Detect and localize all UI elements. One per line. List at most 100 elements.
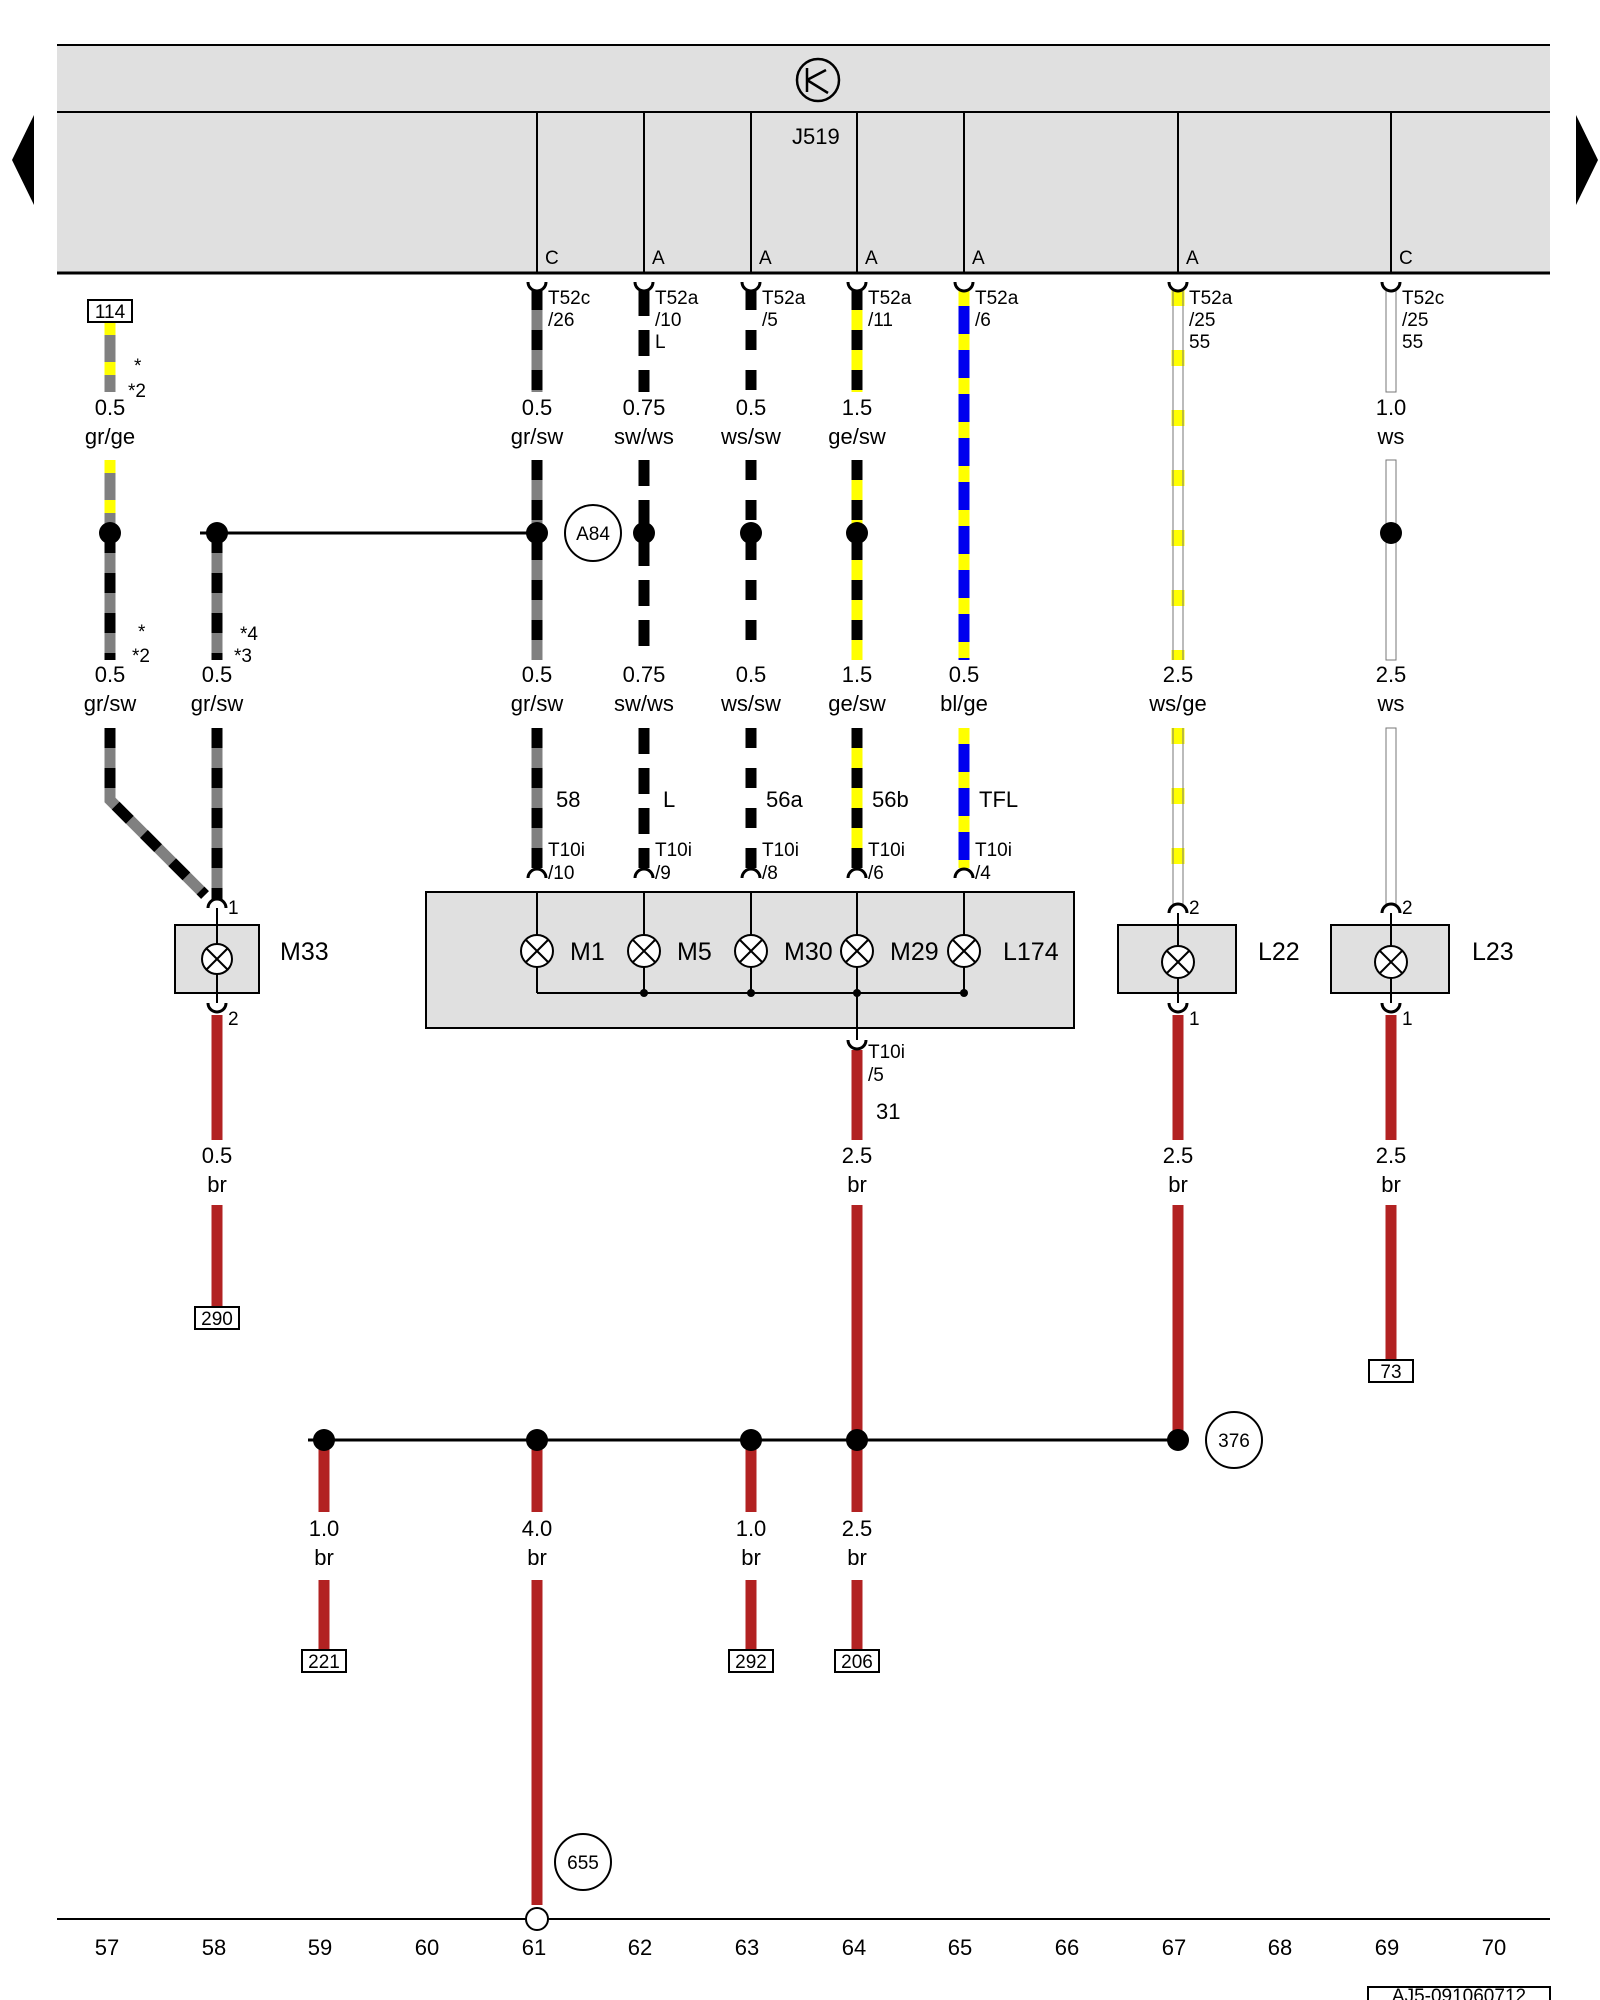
l23-pin-top: 2	[1402, 898, 1413, 919]
wire-color-g3b: br	[1168, 1172, 1188, 1197]
lamp-m5[interactable]	[627, 934, 661, 968]
component-label-l23: L23	[1472, 938, 1514, 966]
wire-color-g1b: br	[207, 1172, 227, 1197]
wire-labels-upper: 0.5 gr/ge 0.5 gr/sw 0.75 sw/ws 0.5 ws/sw…	[85, 395, 1406, 449]
wire-color-u3: sw/ws	[614, 424, 674, 449]
component-l23[interactable]	[1330, 913, 1450, 1003]
pin-extra-6: 55	[1189, 332, 1210, 353]
t10i-pin-3: /8	[762, 863, 778, 884]
ref-box-206[interactable]: 206	[834, 1649, 880, 1673]
prev-page-arrow[interactable]	[12, 115, 34, 205]
ref-box-221[interactable]: 221	[301, 1649, 347, 1673]
wire-color-m4: sw/ws	[614, 691, 674, 716]
wire-size-m1: 0.5	[95, 662, 126, 687]
connector-cups	[206, 281, 1402, 1051]
pin-block-a-1: A	[652, 248, 665, 269]
component-label-l174: L174	[1003, 938, 1059, 966]
t10i-pin-2: /9	[655, 863, 671, 884]
lamp-m30[interactable]	[734, 934, 768, 968]
wire-labels-ground: 0.5 br 2.5 br 2.5 br 2.5 br	[202, 1143, 1407, 1197]
lamp-m1[interactable]	[520, 934, 554, 968]
ref-circle-655-label: 655	[567, 1853, 599, 1874]
col-62: 62	[628, 1935, 652, 1960]
control-module-j519	[57, 45, 1550, 273]
ref-label-221: 221	[308, 1652, 340, 1673]
wire-color-u5: ge/sw	[828, 424, 886, 449]
pin-conn-6: T52a	[1189, 288, 1233, 309]
t10i-ground-pin: /5	[868, 1065, 884, 1086]
signal-labels: 58 L 56a 56b TFL	[556, 787, 1018, 812]
pin-block-c-1: C	[545, 248, 559, 269]
ref-label-290: 290	[201, 1309, 233, 1330]
doc-id-box	[1367, 1986, 1551, 2000]
wire-size-u6: 1.0	[1376, 395, 1407, 420]
wire-color-b4: br	[847, 1545, 867, 1570]
l22-pin-bottom: 1	[1189, 1009, 1200, 1030]
wire-size-u5: 1.5	[842, 395, 873, 420]
signal-56b: 56b	[872, 787, 909, 812]
wire-ws-ge-l22	[1171, 290, 1185, 905]
pin-num-4: /11	[868, 310, 893, 331]
signal-l: L	[663, 787, 675, 812]
wire-size-u4: 0.5	[736, 395, 767, 420]
pin-block-c-2: C	[1399, 248, 1413, 269]
module-label-j519: J519	[792, 124, 840, 149]
wire-color-u2: gr/sw	[511, 424, 564, 449]
lamp-l174[interactable]	[947, 934, 981, 968]
ref-box-73[interactable]: 73	[1368, 1359, 1414, 1383]
signal-56a: 56a	[766, 787, 803, 812]
ref-box-290[interactable]: 290	[194, 1306, 240, 1330]
ref-circle-655[interactable]: 655	[554, 1833, 612, 1891]
control-unit-symbol-icon	[795, 57, 841, 103]
pin-block-a-5: A	[1186, 248, 1199, 269]
pin-block-a-2: A	[759, 248, 772, 269]
component-label-m5: M5	[677, 938, 712, 966]
next-page-arrow[interactable]	[1576, 115, 1598, 205]
pin-labels-top: T52c /26 T52a /10 L T52a /5 T52a /11 T52…	[548, 288, 1444, 353]
pin-conn-7: T52c	[1402, 288, 1444, 309]
ref-circle-a84[interactable]: A84	[564, 504, 622, 562]
wire-labels-bottom: 1.0 br 4.0 br 1.0 br 2.5 br	[309, 1516, 873, 1570]
l22-pin-top: 2	[1189, 898, 1200, 919]
wire-color-m5: ws/sw	[720, 691, 781, 716]
wire-color-b2: br	[527, 1545, 547, 1570]
ref-label-114: 114	[95, 302, 126, 323]
wire-size-m4: 0.75	[623, 662, 666, 687]
pin-conn-5: T52a	[975, 288, 1019, 309]
col-66: 66	[1055, 1935, 1079, 1960]
component-label-m30: M30	[784, 938, 833, 966]
wire-size-g1b: 0.5	[202, 1143, 233, 1168]
signal-tfl: TFL	[979, 787, 1018, 812]
ref-circle-376[interactable]: 376	[1205, 1411, 1263, 1469]
pin-block-a-3: A	[865, 248, 878, 269]
pin-block-a-4: A	[972, 248, 985, 269]
ref-circle-376-label: 376	[1218, 1431, 1250, 1452]
col-59: 59	[308, 1935, 332, 1960]
col-61: 61	[522, 1935, 546, 1960]
component-l22[interactable]	[1117, 913, 1237, 1003]
ref-box-114[interactable]	[87, 299, 133, 323]
col-65: 65	[948, 1935, 972, 1960]
wire-size-m9: 2.5	[1376, 662, 1407, 687]
wire-size-m6: 1.5	[842, 662, 873, 687]
ref-label-206: 206	[841, 1652, 873, 1673]
col-68: 68	[1268, 1935, 1292, 1960]
t10i-ground-conn: T10i	[868, 1042, 905, 1063]
wire-ws-l23	[1385, 289, 1397, 906]
col-63: 63	[735, 1935, 759, 1960]
wire-labels-mid: 0.5 gr/sw 0.5 gr/sw 0.5 gr/sw 0.75 sw/ws…	[84, 662, 1407, 716]
wire-size-b3: 1.0	[736, 1516, 767, 1541]
ref-box-292[interactable]: 292	[728, 1649, 774, 1673]
lamp-m29[interactable]	[840, 934, 874, 968]
wire-color-b3: br	[741, 1545, 761, 1570]
wire-size-b4: 2.5	[842, 1516, 873, 1541]
t10i-ground-signal: 31	[876, 1099, 900, 1124]
footnote-2-1: *2	[128, 381, 146, 402]
component-m33[interactable]	[174, 908, 260, 1003]
footnote-4: *4	[240, 624, 258, 645]
pin-num-2: /10	[655, 310, 681, 331]
ref-label-292: 292	[735, 1652, 767, 1673]
wire-color-g2b: br	[847, 1172, 867, 1197]
m33-pin-bottom: 2	[228, 1009, 239, 1030]
